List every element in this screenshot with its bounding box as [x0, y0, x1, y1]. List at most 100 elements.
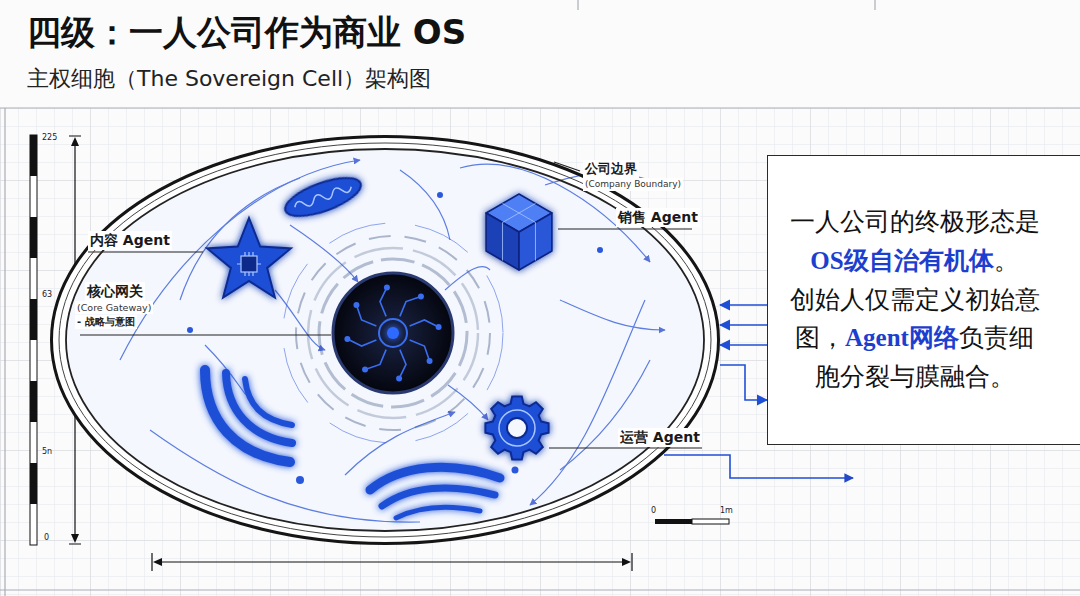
- operations-agent: 运营 Agent: [483, 394, 551, 462]
- scale-number: 0: [651, 506, 656, 516]
- core-gateway: 核心网关(Core Gateway)- 战略与意图: [331, 271, 455, 395]
- company-boundary: [52, 137, 719, 544]
- mitochondrion-body: [281, 170, 366, 224]
- node-label: 核心网关: [85, 282, 145, 301]
- filament: [560, 300, 665, 330]
- chip-pins: [237, 252, 261, 276]
- cube-icon: [486, 194, 552, 270]
- filament: [560, 360, 650, 470]
- cytoskeleton: [120, 160, 665, 522]
- circuit-trace: [410, 320, 439, 327]
- dimension-line: [152, 553, 632, 571]
- text-line: 一人公司的终极形态是: [787, 203, 1042, 242]
- emphasis-text: OS级自治有机体: [810, 247, 993, 274]
- body-text: 一人公司的终极形态是: [790, 208, 1040, 235]
- label-anchor: (Company Boundary): [583, 178, 683, 191]
- er-ring: [283, 223, 503, 443]
- text-line: OS级自治有机体。: [787, 242, 1042, 281]
- grid: [0, 108, 1080, 596]
- company-boundary: [66, 149, 704, 531]
- gear-ring: [499, 410, 535, 446]
- scale-bar: [692, 519, 729, 524]
- ruler-number: 5n: [42, 447, 52, 457]
- label-anchor: 内容 Agent: [88, 231, 172, 250]
- filament: [180, 178, 300, 300]
- flow-connector: [720, 344, 767, 346]
- vesicles: [187, 192, 603, 484]
- label-anchor: 225: [42, 133, 57, 143]
- content-agent: 内容 Agent: [204, 217, 294, 307]
- ruler-segment: [30, 381, 37, 422]
- circuit-pad: [436, 324, 442, 330]
- label-anchor: 主权细胞（The Sovereign Cell）架构图: [27, 66, 431, 92]
- golgi-bottom: [370, 467, 500, 518]
- node-label: - 战略与意图: [75, 315, 137, 329]
- node-label: 内容 Agent: [88, 231, 172, 250]
- filament: [448, 385, 488, 420]
- flow-connector: [720, 365, 767, 400]
- ruler-segment: [30, 135, 37, 176]
- label-anchor: 公司边界: [583, 160, 639, 178]
- label-anchor: 1m: [720, 506, 733, 516]
- operations-agent-outline: [483, 394, 551, 462]
- cube-grid: [503, 204, 536, 261]
- scale-bar: [655, 519, 692, 524]
- cytoplasm: [67, 150, 703, 530]
- node-label: 销售 Agent: [616, 208, 700, 227]
- golgi-stack: [382, 488, 495, 506]
- gear-icon: [485, 396, 548, 459]
- flow-arrow: [664, 455, 853, 478]
- circuit-pad: [427, 358, 433, 364]
- callout-text: 一人公司的终极形态是OS级自治有机体。创始人仅需定义初始意图，Agent网络负责…: [787, 203, 1042, 397]
- callout-box: 一人公司的终极形态是OS级自治有机体。创始人仅需定义初始意图，Agent网络负责…: [767, 155, 1080, 445]
- ruler-segment: [30, 217, 37, 258]
- vesicle: [296, 476, 304, 484]
- label-anchor: 5n: [42, 447, 52, 457]
- filament: [445, 267, 490, 290]
- grid: [0, 108, 1080, 596]
- label-anchor: 0: [44, 533, 49, 543]
- company-boundary: [59, 143, 711, 537]
- label-anchor: 63: [42, 290, 52, 300]
- title: 四级：一人公司作为商业 OS: [27, 12, 466, 53]
- label-anchor: 核心网关: [85, 282, 145, 301]
- vesicle: [437, 192, 443, 198]
- vesicle: [597, 247, 603, 253]
- ruler-segment: [30, 463, 37, 504]
- label-anchor: 运营 Agent: [618, 428, 702, 447]
- connector-group: [720, 305, 767, 400]
- circuit-pad: [384, 284, 390, 290]
- filament: [400, 170, 450, 240]
- filament: [290, 225, 358, 282]
- gear-hole: [507, 418, 527, 438]
- sales-agent: 销售 Agent: [477, 190, 561, 274]
- circuit-trace: [410, 340, 430, 361]
- dimension-arrow: [153, 558, 631, 566]
- node-label: 运营 Agent: [618, 428, 702, 447]
- golgi-stack: [226, 373, 292, 443]
- membrane-ground: [52, 137, 718, 543]
- circuit-trace: [399, 350, 406, 379]
- label-anchor: 0: [651, 506, 656, 516]
- circuit-trace: [356, 305, 376, 326]
- ruler-bar: [30, 135, 37, 545]
- flow-connector: [720, 304, 767, 306]
- content-agent-outline: [204, 217, 294, 307]
- node-label: 公司边界: [583, 160, 639, 178]
- sales-agent-outline: [477, 190, 561, 274]
- title-anchor: 四级：一人公司作为商业 OS: [27, 12, 466, 53]
- golgi-stack: [245, 379, 292, 425]
- cell-boundary: 公司边界(Company Boundary) 内容 Agent 销售 Agent 核心…: [50, 135, 720, 545]
- subtitle: 主权细胞（The Sovereign Cell）架构图: [27, 66, 431, 92]
- circuit-pad: [396, 376, 402, 382]
- golgi-left: [205, 370, 292, 462]
- circuit-pad: [353, 302, 359, 308]
- node-label: (Core Gateway): [75, 301, 153, 314]
- er-ring: [296, 236, 490, 430]
- circuit-pad: [418, 293, 424, 299]
- leader-line: [80, 162, 702, 448]
- circuit-trace: [380, 287, 387, 316]
